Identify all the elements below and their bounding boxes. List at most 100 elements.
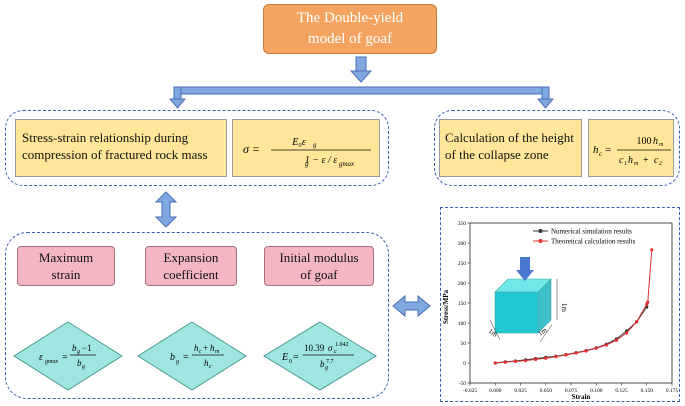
x-tick-label: 0.100 [590, 388, 603, 394]
x-tick-label: 0.125 [615, 388, 628, 394]
maximum-strain-box: Maximum strain [17, 246, 115, 286]
x-tick-label: 0.025 [514, 388, 527, 394]
title-down-arrow [349, 56, 373, 83]
stress-strain-text-line1: Stress-strain relationship during [22, 130, 189, 145]
svg-text:gmax: gmax [45, 359, 58, 365]
svg-text:c: c [599, 150, 603, 158]
svg-text:+: + [203, 343, 208, 353]
y-tick-label: 100 [458, 321, 467, 327]
data-point-theoretical [650, 248, 654, 252]
data-point-theoretical [493, 361, 497, 365]
svg-text:h: h [593, 144, 599, 156]
model-title-line1: The Double-yield [296, 10, 404, 26]
chart-legend: Numerical simulation results Theoretical… [533, 228, 636, 246]
collapse-zone-text-line2: of the collapse zone [445, 147, 549, 162]
data-point-theoretical [646, 300, 650, 304]
maximum-strain-label-line1: Maximum [38, 250, 94, 265]
svg-text:2: 2 [659, 161, 662, 167]
stress-strain-text-line2: compression of fractured rock mass [22, 147, 208, 162]
y-tick-label: 250 [458, 261, 467, 267]
y-axis-title: Stress/MPa [442, 289, 450, 324]
svg-text:c: c [209, 364, 212, 370]
y-tick-label: 150 [458, 301, 467, 307]
legend-label-theoretical: Theoretical calculation results [551, 238, 636, 246]
branch-connector [168, 86, 555, 109]
x-axis-title: Strain [572, 393, 591, 401]
stress-strain-formula-box: σ = E₀ε g 1 − ε / ε g gmax [232, 119, 380, 177]
svg-text:1 − ε / ε: 1 − ε / ε [305, 155, 337, 166]
collapse-zone-formula: h c = 100 h m c 1 h m + c 2 [593, 136, 671, 167]
svg-text:ε: ε [39, 352, 43, 363]
collapse-zone-formula-box: h c = 100 h m c 1 h m + c 2 [588, 119, 674, 177]
svg-text:+: + [643, 155, 649, 166]
initial-modulus-label-line1: Initial modulus [279, 250, 359, 265]
svg-text:=: = [293, 352, 299, 363]
data-point-theoretical [624, 331, 629, 335]
y-tick-label: 50 [461, 341, 467, 347]
svg-text:g: g [77, 349, 80, 355]
stress-strain-text-box: Stress-strain relationship during compre… [15, 119, 227, 177]
svg-text:g: g [82, 364, 85, 370]
svg-text:g: g [313, 141, 317, 149]
svg-text:b: b [320, 359, 325, 369]
model-title-line2: model of goaf [307, 31, 393, 47]
data-point-theoretical [614, 338, 619, 342]
legend-label-numerical: Numerical simulation results [551, 228, 632, 236]
data-point-theoretical [574, 351, 578, 355]
chart-frame [440, 207, 680, 402]
horizontal-double-arrow [392, 294, 431, 318]
svg-text:h: h [204, 358, 209, 368]
svg-text:c: c [654, 155, 659, 166]
vertical-double-arrow [154, 191, 178, 228]
series-line-theoretical [495, 249, 653, 364]
expansion-coefficient-diamond: b g = h c + h m h c [137, 321, 247, 391]
svg-text:7.7: 7.7 [326, 359, 334, 365]
x-tick-label: 0.000 [489, 388, 502, 394]
svg-text:m: m [659, 142, 664, 148]
svg-text:h: h [628, 155, 633, 166]
svg-text:1.042: 1.042 [335, 342, 349, 348]
svg-text:b: b [170, 352, 175, 363]
svg-text:g: g [325, 365, 328, 371]
expansion-coefficient-label-line1: Expansion [163, 250, 219, 265]
svg-text:b: b [77, 358, 82, 368]
initial-modulus-diamond: E 0 = 10.39 σ c 1.042 b g 7.7 [263, 321, 377, 391]
svg-text:c: c [199, 349, 202, 355]
y-tick-label: 350 [458, 221, 467, 227]
svg-text:10.39: 10.39 [304, 343, 325, 353]
svg-text:=: = [183, 352, 189, 363]
svg-text:σ =: σ = [243, 142, 260, 156]
svg-text:−1: −1 [82, 343, 92, 353]
svg-text:E₀ε: E₀ε [291, 137, 306, 148]
load-arrow-icon [520, 257, 530, 271]
svg-text:=: = [62, 352, 68, 363]
initial-modulus-box: Initial modulus of goaf [264, 246, 374, 286]
model-title-box: The Double-yield model of goaf [263, 4, 437, 54]
svg-text:m: m [634, 161, 639, 167]
stress-strain-formula: σ = E₀ε g 1 − ε / ε g gmax [243, 137, 371, 168]
initial-modulus-label-line2: of goaf [300, 267, 338, 282]
svg-text:gmax: gmax [339, 160, 355, 168]
svg-text:c: c [334, 349, 337, 355]
expansion-coefficient-box: Expansion coefficient [145, 246, 237, 286]
data-point-theoretical [503, 360, 507, 364]
svg-text:1: 1 [624, 161, 627, 167]
data-point-theoretical [635, 320, 639, 324]
maximum-strain-label-line2: strain [51, 267, 81, 282]
svg-text:σ: σ [328, 343, 333, 353]
cube-illustration [489, 257, 558, 343]
svg-text:=: = [605, 144, 611, 156]
data-point-theoretical [584, 349, 588, 353]
x-tick-label: 0.175 [666, 388, 679, 394]
svg-text:g: g [305, 160, 309, 168]
y-tick-label: 300 [458, 241, 467, 247]
x-tick-label: 0.050 [540, 388, 553, 394]
svg-text:h: h [653, 136, 658, 147]
svg-text:100: 100 [637, 136, 652, 147]
expansion-coefficient-label-line2: coefficient [163, 267, 219, 282]
data-point-theoretical [534, 357, 538, 361]
x-tick-label: 0.075 [565, 388, 578, 394]
x-tick-label: 0.150 [641, 388, 654, 394]
